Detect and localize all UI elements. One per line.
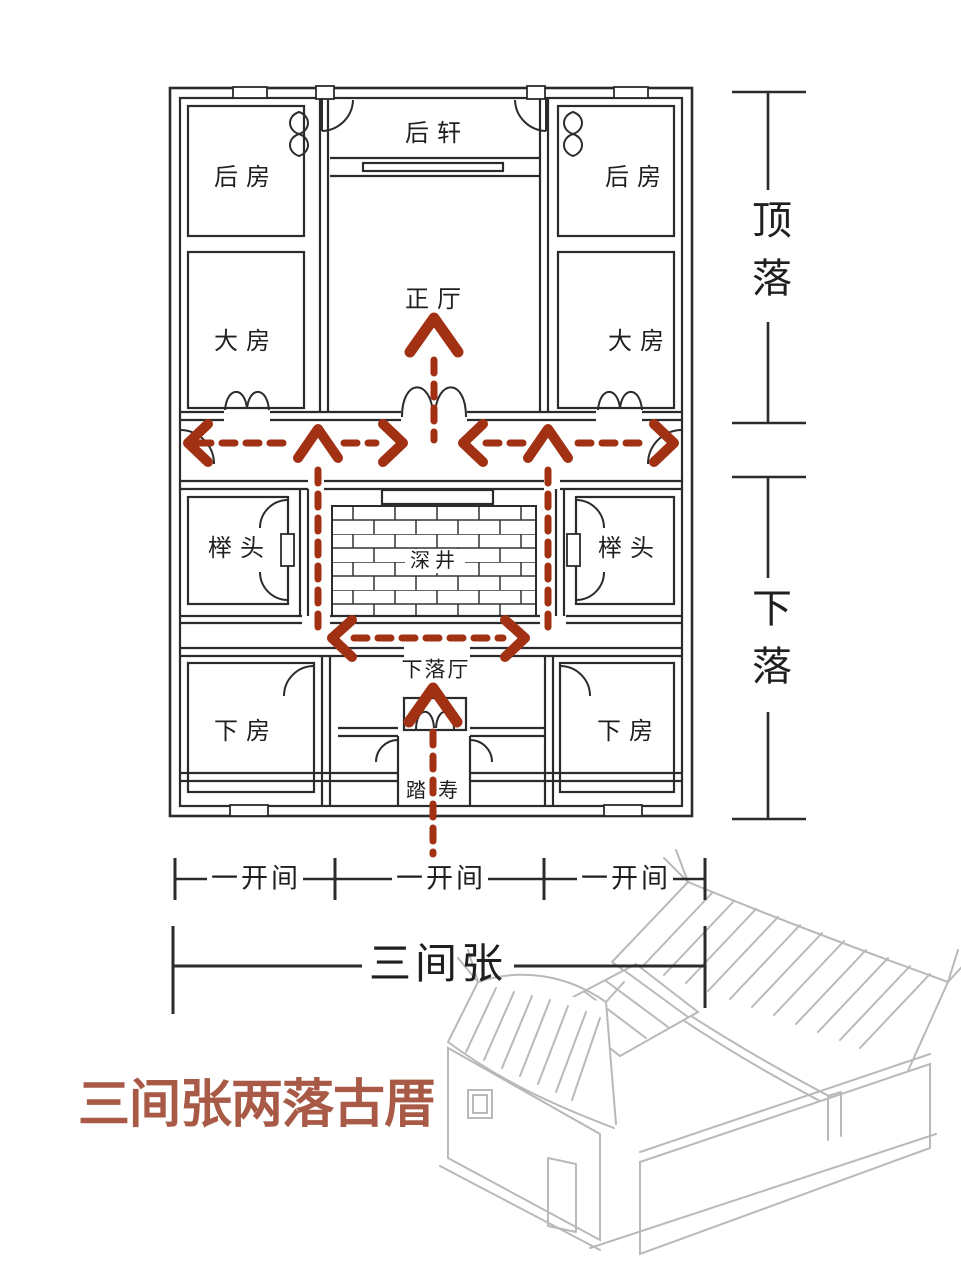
arrow-right-exit — [649, 419, 679, 467]
dim-top-fall-line — [732, 90, 806, 425]
arrow-to-hall-door-left — [458, 419, 488, 467]
dim-label-bay-3: 一开间 — [581, 863, 671, 894]
dimension-lines — [171, 90, 806, 1014]
arrow-lower-right — [500, 615, 530, 662]
dim-lower-fall-line — [732, 475, 806, 821]
dim-three-bays-line — [171, 926, 707, 1014]
arrow-up-left-passage — [293, 424, 343, 463]
arrow-lower-left — [327, 615, 357, 662]
room-label-big-room-left: 大房 — [214, 329, 278, 355]
room-lower-right — [558, 661, 676, 794]
room-label-lower-hall: 下落厅 — [401, 657, 471, 682]
caption-title: 三间张两落古厝 — [78, 1077, 436, 1134]
circulation-arrows — [183, 312, 679, 858]
dim-label-top-fall: 顶落 — [746, 199, 791, 315]
room-label-rear-room-right: 后房 — [605, 165, 669, 191]
dim-label-bay-2: 一开间 — [396, 863, 486, 894]
room-label-main-hall: 正厅 — [405, 287, 469, 313]
courtyard-step — [380, 488, 495, 506]
room-label-entrance-step: 踏寿 — [406, 780, 470, 802]
room-label-rear-room-left: 后房 — [214, 165, 278, 191]
dim-label-bay-1: 一开间 — [211, 863, 301, 894]
dim-label-lower-fall: 下落 — [746, 587, 791, 703]
room-rear-left — [186, 104, 306, 238]
room-lower-left — [186, 661, 316, 794]
floor-plan-rooms — [186, 104, 676, 794]
arrow-to-hall-door-right — [378, 419, 408, 467]
room-label-courtyard: 深井 — [405, 549, 465, 573]
arrow-up-right-passage — [523, 424, 573, 463]
arrow-into-main-hall — [404, 312, 464, 358]
arrow-left-exit — [183, 419, 213, 467]
arrow-into-lower-hall — [403, 682, 463, 728]
floor-plan-walls — [168, 86, 694, 818]
room-label-side-wing-right: 榉头 — [598, 536, 662, 562]
dim-label-three-bays: 三间张 — [368, 942, 508, 988]
room-label-big-room-right: 大房 — [608, 329, 672, 355]
window-symbols — [229, 85, 649, 817]
hall-screen — [361, 161, 505, 173]
courtyard-paving — [331, 505, 537, 617]
room-label-rear-porch: 后轩 — [405, 121, 469, 147]
room-big-right — [556, 250, 676, 410]
room-label-lower-room-left: 下房 — [214, 719, 278, 745]
room-label-lower-room-right: 下房 — [597, 719, 661, 745]
house-sketch — [439, 849, 961, 1256]
room-rear-right — [556, 104, 676, 238]
room-label-side-wing-left: 榉头 — [208, 536, 272, 562]
